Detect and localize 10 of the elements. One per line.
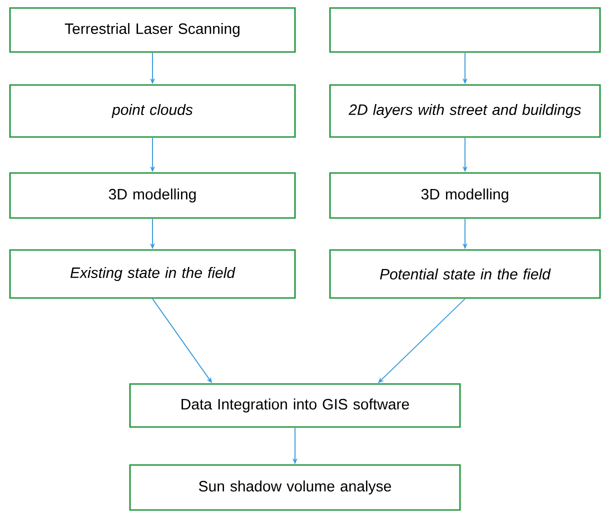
process-box: 2D layers with street and buildings [329,84,601,138]
process-box: 3D modelling [9,172,296,219]
process-box: Terrestrial Laser Scanning [9,7,296,53]
process-box: Data Integration into GIS software [129,383,461,428]
process-box: Existing state in the field [9,249,296,299]
process-box: Potential state in the field [329,249,601,299]
process-box: 3D modelling [329,172,601,219]
process-box: point clouds [9,84,296,138]
empty-box [329,7,601,53]
process-box: Sun shadow volume analyse [129,464,461,511]
